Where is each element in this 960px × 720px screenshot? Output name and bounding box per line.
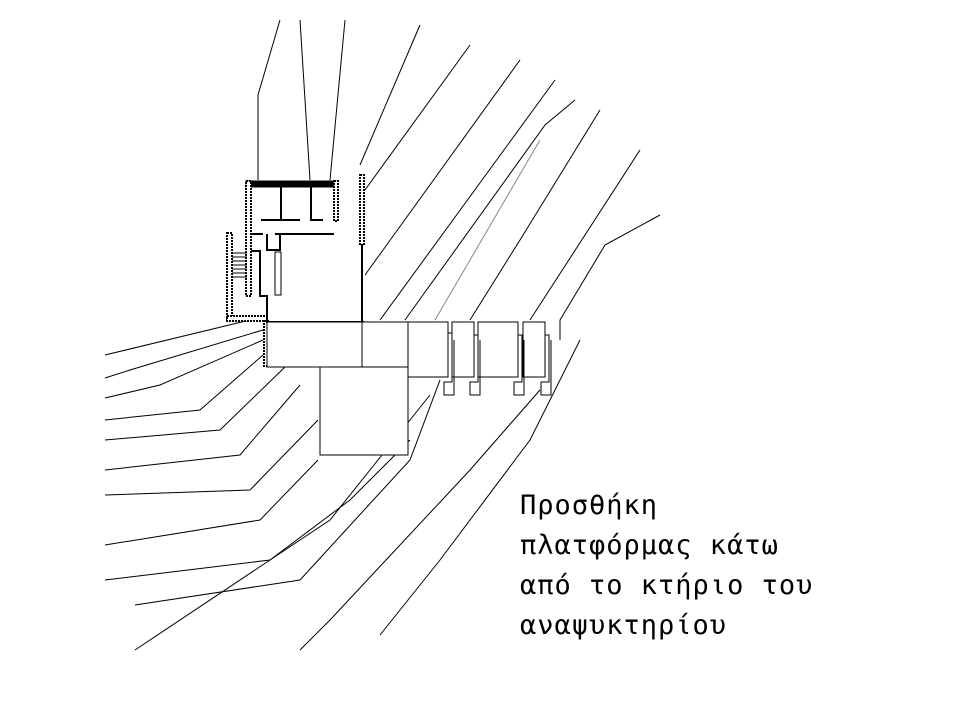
caption-line: από το κτήριο του (520, 570, 814, 601)
contour-line (434, 139, 541, 321)
contour-line (364, 59, 521, 276)
stone-wall (333, 180, 339, 222)
contour-line (559, 214, 661, 340)
caption-line: Προσθήκη (520, 490, 659, 521)
contour-line (379, 339, 581, 636)
caption-line: πλατφόρμας κάτω (520, 530, 779, 561)
caption-line: αναψυκτηρίου (520, 610, 728, 641)
contour-line (104, 419, 319, 496)
contour-line (104, 366, 286, 441)
platform-module (477, 321, 519, 378)
contour-line (469, 109, 601, 321)
caption-text: Προσθήκη πλατφόρμας κάτω από το κτήριο τ… (520, 486, 813, 646)
contour-line (299, 19, 311, 181)
contour-lines (104, 19, 661, 651)
lower-platform (319, 366, 409, 456)
contour-line (104, 354, 264, 421)
platform-module (522, 321, 546, 378)
stone-wall (226, 315, 268, 322)
stairs (232, 252, 247, 278)
building-outline (245, 180, 337, 188)
stone-wall (359, 174, 365, 246)
contour-line (104, 439, 411, 581)
wall (310, 183, 323, 221)
contour-line (104, 339, 264, 399)
column (274, 251, 282, 296)
platform-module (407, 321, 449, 378)
contour-line (104, 319, 251, 356)
contour-line (364, 44, 471, 191)
contour-line (404, 99, 576, 321)
contour-line (379, 79, 556, 321)
building-plan (226, 174, 552, 456)
platform-extension (361, 321, 409, 368)
wall (266, 234, 281, 251)
contour-line (104, 329, 264, 379)
wall (251, 250, 268, 322)
stone-wall (245, 180, 252, 297)
contour-line (299, 389, 541, 651)
contour-line (104, 459, 319, 546)
contour-line (329, 19, 346, 181)
contour-line (359, 24, 421, 166)
contour-line (134, 379, 441, 606)
contour-line (134, 394, 431, 651)
platform-module (451, 321, 475, 378)
stone-wall (226, 232, 233, 321)
contour-line (529, 149, 641, 321)
contour-line (104, 384, 301, 471)
contour-line (257, 19, 281, 180)
platform-supports (443, 332, 552, 396)
terrace (266, 321, 363, 368)
